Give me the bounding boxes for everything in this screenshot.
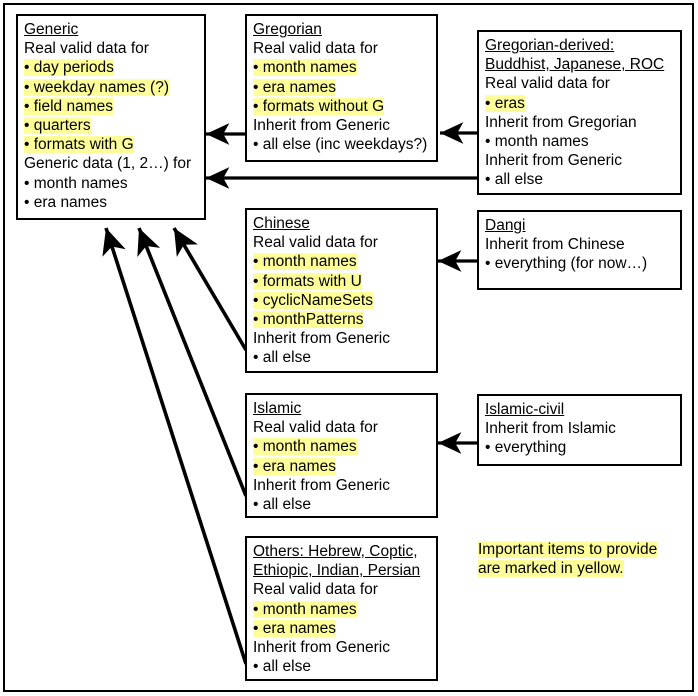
box-gregorian-derived-line-3: • eras (485, 94, 525, 112)
box-generic-line-9: • era names (24, 193, 107, 211)
box-gregorian-derived[interactable]: Gregorian-derived: Buddhist, Japanese, R… (477, 30, 682, 195)
box-gregorian-line-3: • era names (253, 78, 336, 96)
box-gregorian-derived-line-6: Inherit from Generic (485, 152, 622, 170)
arrow-chinese-to-generic (172, 227, 248, 351)
box-islamic-civil-line-2: • everything (485, 439, 567, 457)
box-generic-line-8: • month names (24, 174, 128, 192)
box-islamic-line-1: Real valid data for (253, 419, 378, 437)
box-others-line-2: Real valid data for (253, 581, 378, 599)
arrow-others-to-generic (102, 227, 248, 665)
box-islamic-title: Islamic (253, 400, 302, 417)
box-gregorian-derived-line-7: • all else (485, 171, 543, 189)
box-islamic-civil-line-1: Inherit from Islamic (485, 420, 616, 438)
box-others[interactable]: Others: Hebrew, Coptic, Ethiopic, Indian… (245, 536, 438, 681)
box-chinese-line-5: • monthPatterns (253, 310, 364, 328)
box-chinese-line-6: Inherit from Generic (253, 330, 390, 348)
box-generic-line-1: Real valid data for (24, 40, 149, 58)
box-generic-line-7: Generic data (1, 2…) for (24, 155, 192, 173)
box-generic-line-3: • weekday names (?) (24, 78, 169, 96)
box-dangi[interactable]: Dangi Inherit from Chinese • everything … (477, 210, 682, 290)
box-islamic-line-5: • all else (253, 495, 311, 513)
box-chinese-line-7: • all else (253, 349, 311, 367)
box-dangi-line-1: Inherit from Chinese (485, 236, 625, 254)
box-islamic-civil[interactable]: Islamic-civil Inherit from Islamic • eve… (477, 394, 682, 466)
box-dangi-title: Dangi (485, 217, 526, 234)
box-others-line-3: • month names (253, 600, 357, 618)
legend-note-line-2: are marked in yellow. (478, 560, 624, 578)
box-generic-line-4: • field names (24, 97, 113, 115)
box-islamic-line-4: Inherit from Generic (253, 476, 390, 494)
box-gregorian-derived-line-5: • month names (485, 132, 589, 150)
box-gregorian-line-1: Real valid data for (253, 40, 378, 58)
box-islamic[interactable]: Islamic Real valid data for • month name… (245, 393, 438, 518)
box-gregorian[interactable]: Gregorian Real valid data for • month na… (245, 14, 438, 162)
box-others-title-1: Others: Hebrew, Coptic, (253, 543, 418, 560)
box-gregorian-line-4: • formats without G (253, 97, 385, 115)
box-gregorian-derived-line-2: Real valid data for (485, 75, 610, 93)
box-chinese-line-2: • month names (253, 253, 357, 271)
box-islamic-line-2: • month names (253, 438, 357, 456)
arrow-islamic-to-generic (137, 227, 248, 497)
legend-note-line-1: Important items to provide (478, 541, 658, 558)
legend-note: Important items to provide are marked in… (478, 540, 688, 578)
box-islamic-line-3: • era names (253, 457, 336, 475)
box-others-title-2: Ethiopic, Indian, Persian (253, 562, 421, 580)
box-gregorian-derived-title-2: Buddhist, Japanese, ROC (485, 56, 665, 74)
box-others-line-5: Inherit from Generic (253, 638, 390, 656)
box-others-line-6: • all else (253, 658, 311, 676)
box-islamic-civil-title: Islamic-civil (485, 401, 565, 418)
box-gregorian-title: Gregorian (253, 21, 322, 38)
box-gregorian-derived-title-1: Gregorian-derived: (485, 37, 615, 54)
box-gregorian-line-6: • all else (inc weekdays?) (253, 136, 428, 154)
box-generic-line-5: • quarters (24, 116, 91, 134)
box-chinese-line-3: • formats with U (253, 272, 362, 290)
box-chinese-line-4: • cyclicNameSets (253, 291, 373, 309)
box-gregorian-derived-line-4: Inherit from Gregorian (485, 113, 637, 131)
box-chinese-line-1: Real valid data for (253, 234, 378, 252)
box-dangi-line-2: • everything (for now…) (485, 255, 648, 273)
box-generic-title: Generic (24, 21, 79, 38)
box-chinese-title: Chinese (253, 215, 310, 232)
box-chinese[interactable]: Chinese Real valid data for • month name… (245, 208, 438, 373)
box-gregorian-line-2: • month names (253, 59, 357, 77)
box-generic[interactable]: Generic Real valid data for • day period… (16, 14, 206, 220)
box-gregorian-line-5: Inherit from Generic (253, 116, 390, 134)
outer-frame (3, 3, 694, 692)
box-generic-line-6: • formats with G (24, 136, 134, 154)
box-others-line-4: • era names (253, 619, 336, 637)
box-generic-line-2: • day periods (24, 59, 114, 77)
